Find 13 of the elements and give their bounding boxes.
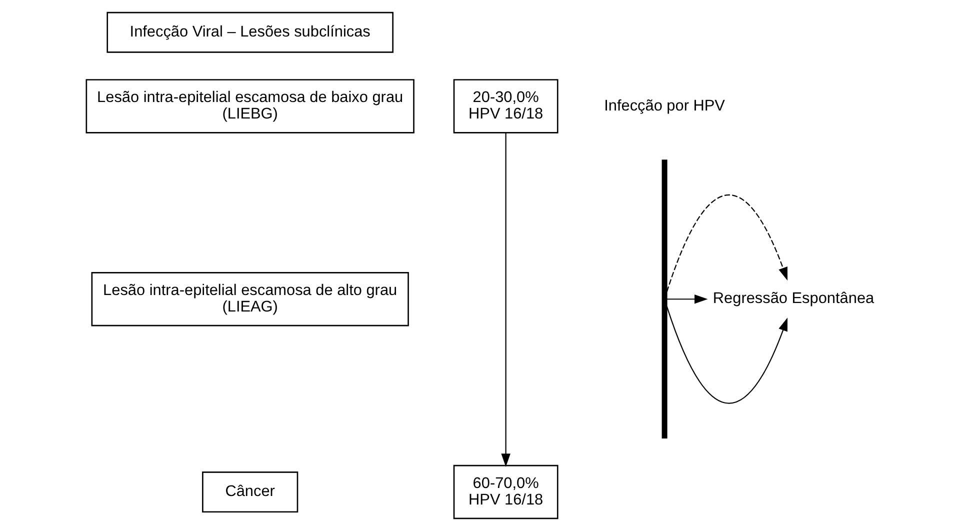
node-box: Câncer [202,472,298,513]
node-bar [661,160,667,439]
node-box: 60-70,0% HPV 16/18 [452,464,558,520]
node-box: Lesão intra-epitelial escamosa de alto grau (LIEAG) [90,272,408,326]
arrow [666,306,788,404]
arrow [666,294,708,304]
arrow [666,194,788,292]
label: Infecção por HPV [604,97,724,114]
node-text: Regressão Espontânea [712,290,874,308]
node-box: 20-30,0% HPV 16/18 [452,79,558,134]
node-box: Infecção Viral – Lesões subclínicas [106,12,393,53]
node-box: Lesão intra-epitelial escamosa de baixo grau (LIEBG) [85,79,414,134]
arrow [500,132,510,467]
